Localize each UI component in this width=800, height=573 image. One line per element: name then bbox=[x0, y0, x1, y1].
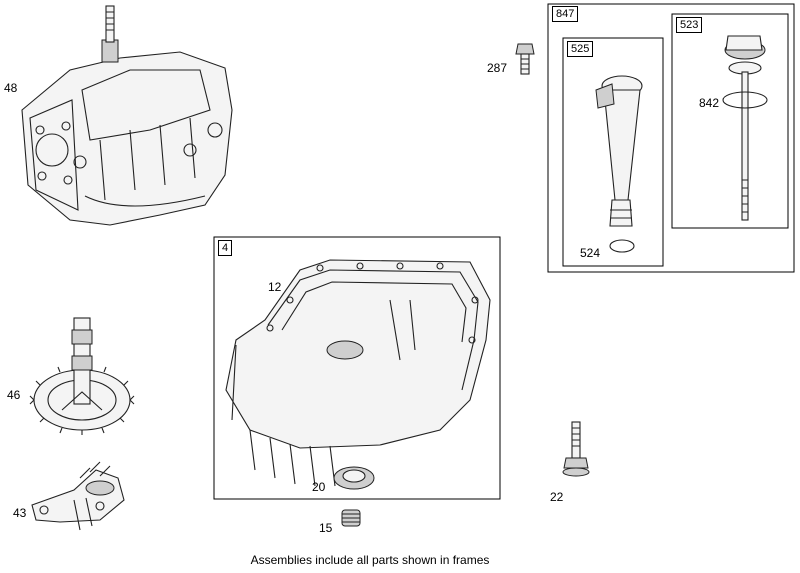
part-label-20: 20 bbox=[312, 480, 326, 494]
o-ring-524-drawing bbox=[609, 239, 635, 253]
part-label-46: 46 bbox=[7, 388, 21, 402]
part-label-524: 524 bbox=[580, 246, 601, 260]
frame-label-847: 847 bbox=[552, 6, 579, 22]
part-label-15: 15 bbox=[319, 521, 333, 535]
frame-4-box bbox=[213, 236, 501, 500]
part-label-43: 43 bbox=[13, 506, 27, 520]
frame-847-box bbox=[547, 3, 795, 273]
part-label-12: 12 bbox=[268, 280, 282, 294]
part-label-842: 842 bbox=[699, 96, 720, 110]
frame-523-box bbox=[671, 13, 789, 229]
frame-label-525: 525 bbox=[567, 41, 594, 57]
engine-block-drawing bbox=[21, 5, 233, 226]
part-label-48: 48 bbox=[4, 81, 18, 95]
frame-label-523: 523 bbox=[676, 17, 703, 33]
governor-43-drawing bbox=[31, 461, 125, 531]
frame-525-box bbox=[562, 37, 664, 267]
dipstick-523-drawing bbox=[724, 35, 766, 221]
part-label-287: 287 bbox=[487, 61, 508, 75]
camshaft-gear-46-drawing bbox=[29, 317, 135, 435]
diagram-caption: Assemblies include all parts shown in fr… bbox=[250, 553, 490, 567]
oil-seal-20-drawing bbox=[333, 466, 375, 490]
o-ring-842-drawing bbox=[722, 91, 768, 109]
frame-label-4: 4 bbox=[218, 240, 233, 256]
dipstick-tube-drawing bbox=[595, 75, 643, 227]
part-label-22: 22 bbox=[550, 490, 564, 504]
bolt-22-drawing bbox=[562, 421, 590, 477]
bolt-287-drawing bbox=[515, 43, 535, 75]
sump-cover-drawing bbox=[225, 259, 491, 487]
plug-15-drawing bbox=[341, 509, 361, 527]
